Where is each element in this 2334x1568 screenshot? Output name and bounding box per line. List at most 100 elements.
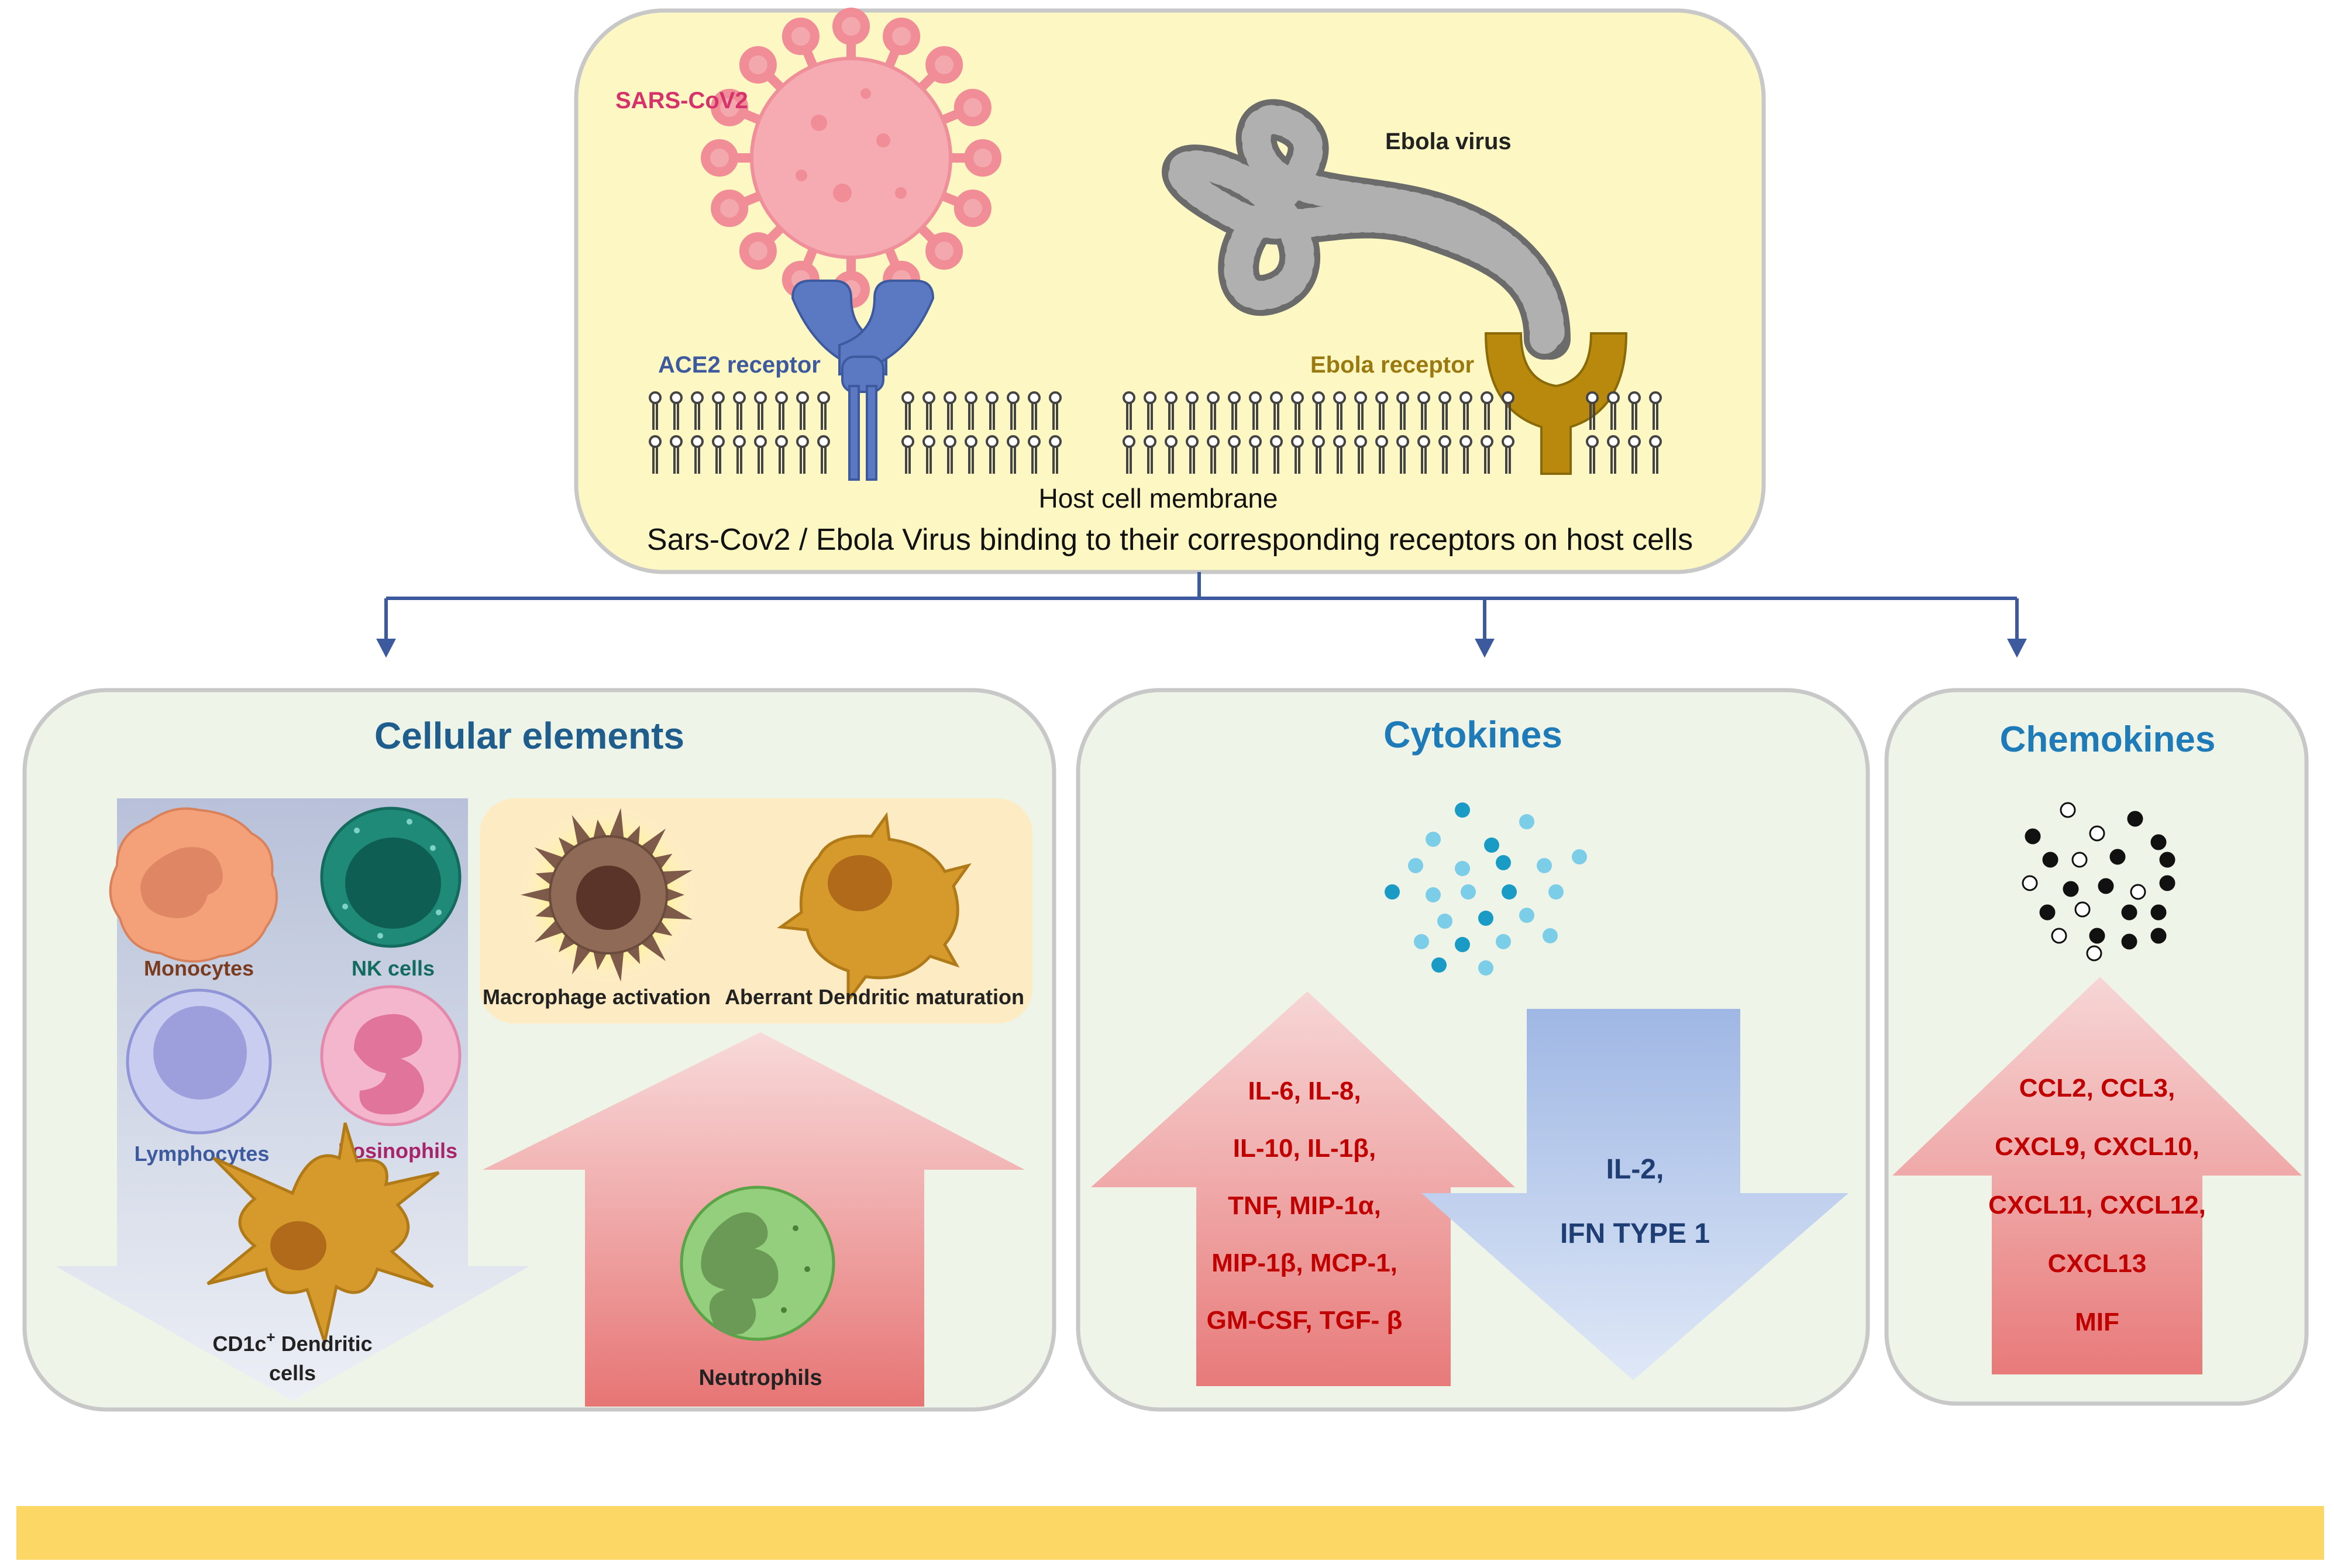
lipid-head: [1586, 391, 1599, 404]
list-item: IL-6, IL-8,: [1248, 1077, 1361, 1105]
aberrant-dendritic-icon: [777, 812, 972, 1005]
ace2-receptor-label: ACE2 receptor: [658, 352, 821, 378]
lipid-head: [1628, 435, 1641, 448]
cytokine-dot: [1519, 908, 1534, 923]
lipid-head: [691, 391, 704, 404]
chemokine-dot: [2051, 928, 2067, 944]
lipid-head: [1165, 391, 1178, 404]
cytokine-dot: [1385, 884, 1400, 900]
lipid-head: [733, 435, 746, 448]
lipid-head: [1438, 391, 1451, 404]
sars-spike-head: [953, 88, 992, 126]
cytokine-dot: [1461, 884, 1476, 900]
chemokine-dot: [2074, 901, 2091, 918]
arrowhead-cellular: [376, 639, 396, 658]
top-panel: SARS-CoV2 ACE2 receptor Ebola virus Ebol…: [574, 8, 1766, 574]
connector-arrows: [376, 572, 2027, 658]
lipid-head: [649, 391, 662, 404]
list-item: CCL2, CCL3,: [2019, 1074, 2175, 1102]
lipid-head: [775, 391, 788, 404]
lipid-head: [1270, 391, 1283, 404]
cytokine-dot: [1414, 934, 1429, 949]
list-item: IL-10, IL-1β,: [1233, 1134, 1376, 1163]
lipid-head: [1333, 435, 1346, 448]
list-item: MIP-1β, MCP-1,: [1211, 1249, 1397, 1277]
chemokine-dot: [2127, 811, 2143, 827]
lipid-head: [1312, 435, 1325, 448]
lipid-head: [1628, 391, 1641, 404]
lipid-head: [1007, 435, 1020, 448]
chemokine-dot: [2159, 875, 2175, 891]
cytokine-dot: [1431, 957, 1447, 973]
lipid-head: [1354, 435, 1367, 448]
cd1c-dendritic-cell-icon: [206, 1122, 440, 1348]
lipid-head: [1049, 435, 1062, 448]
lipid-head: [1459, 435, 1472, 448]
lipid-head: [1354, 391, 1367, 404]
chemokine-dot: [2060, 802, 2076, 818]
host-membrane-right: [1123, 391, 1662, 474]
chemokine-dot: [2071, 852, 2088, 868]
neutrophil-icon: [680, 1186, 835, 1341]
monocyte-icon: [109, 807, 278, 963]
lipid-head: [944, 435, 956, 448]
cytokines-decrease-list: IL-2,IFN TYPE 1: [1560, 1154, 1710, 1249]
lipid-head: [1144, 391, 1156, 404]
eosinophils-label: Eosinophils: [338, 1139, 457, 1163]
lipid-head: [1028, 435, 1041, 448]
nk-cells-label: NK cells: [352, 956, 435, 980]
cytokine-dot: [1455, 802, 1470, 818]
lipid-head: [1396, 435, 1409, 448]
ebola-virus-icon: [1162, 99, 1571, 360]
lipid-head: [796, 391, 809, 404]
ebola-receptor-label: Ebola receptor: [1310, 352, 1474, 378]
lipid-head: [754, 391, 767, 404]
chemokine-dot: [2159, 852, 2175, 868]
cytokine-dot: [1437, 914, 1452, 929]
cd1c-label-line2: cells: [269, 1361, 316, 1385]
lipid-head: [1291, 435, 1304, 448]
cytokine-dot: [1572, 849, 1587, 864]
lipid-head: [817, 435, 830, 448]
chemokines-title: Chemokines: [2000, 719, 2216, 760]
sars-spike-head: [782, 18, 820, 56]
lipid-head: [1165, 435, 1178, 448]
lymphocytes-label: Lymphocytes: [135, 1142, 270, 1166]
list-item: TNF, MIP-1α,: [1228, 1191, 1381, 1220]
cytokine-dot: [1496, 855, 1511, 870]
cytokine-dot: [1502, 884, 1517, 900]
aberrant-label: Aberrant Dendritic maturation: [725, 985, 1024, 1009]
lipid-head: [1207, 391, 1220, 404]
lymphocyte-icon: [126, 988, 272, 1135]
top-caption: Sars-Cov2 / Ebola Virus binding to their…: [647, 523, 1693, 557]
lipid-head: [1028, 391, 1041, 404]
ace2-receptor-icon: [791, 280, 935, 481]
list-item: MIF: [2075, 1308, 2119, 1336]
chemokine-dot: [2150, 834, 2167, 850]
lipid-head: [1502, 435, 1514, 448]
eosinophil-icon: [320, 985, 462, 1126]
chemokine-dot: [2039, 904, 2056, 921]
lipid-head: [1481, 435, 1493, 448]
lipid-head: [1481, 391, 1493, 404]
cytokines-increase-list: IL-6, IL-8, IL-10, IL-1β, TNF, MIP-1α, MIP-…: [1207, 1077, 1403, 1335]
sars-spike-head: [964, 139, 1001, 177]
chemokines-increase-list: CCL2, CCL3,CXCL9, CXCL10,CXCL11, CXCL12,…: [1988, 1074, 2206, 1336]
cytokine-dot: [1543, 928, 1558, 943]
lipid-head: [796, 435, 809, 448]
lipid-head: [1649, 391, 1662, 404]
chemokine-dot: [2109, 849, 2126, 865]
lipid-head: [733, 391, 746, 404]
chemokine-particles-icon: [2022, 802, 2175, 962]
cytokine-dot: [1455, 937, 1470, 952]
sars-spike-head: [832, 8, 870, 45]
cellular-title: Cellular elements: [374, 715, 684, 757]
macrophage-icon: [521, 807, 696, 983]
cytokines-panel: Cytokines IL-6, IL-8,IL-10, IL-1β,TNF, M…: [1076, 688, 1870, 1412]
cytokine-dot: [1478, 960, 1493, 976]
cytokines-increase-arrow: [1091, 991, 1515, 1386]
lipid-head: [1649, 435, 1662, 448]
chemokines-panel: Chemokines CCL2, CCL3,CXCL9, CXCL10,CXCL…: [1884, 688, 2309, 1406]
chemokine-dot: [2042, 852, 2058, 868]
